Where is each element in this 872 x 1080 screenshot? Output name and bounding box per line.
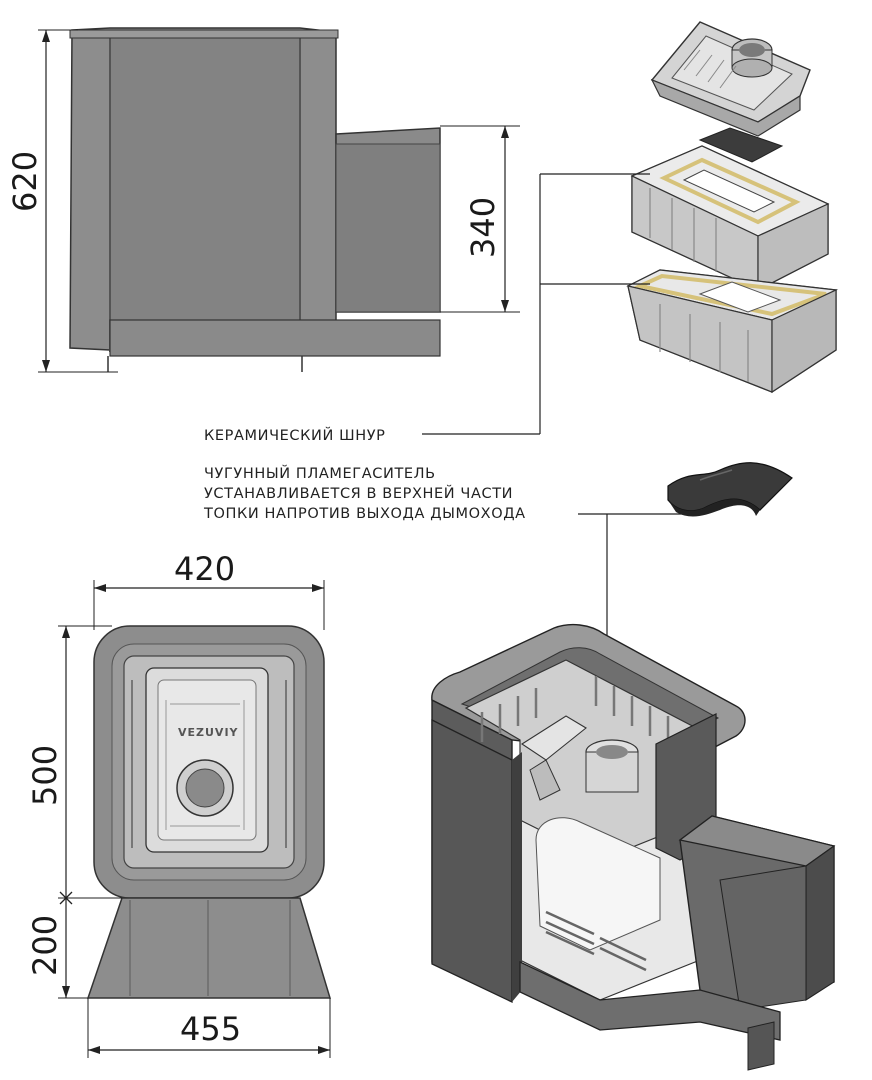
dim-620: 620 (6, 151, 44, 212)
cutaway-view (431, 623, 836, 1071)
flame-damper (667, 462, 793, 517)
label-flame-damper-line2: УСТАНАВЛИВАЕТСЯ В ВЕРХНЕЙ ЧАСТИ (204, 484, 513, 502)
front-logo: VEZUVIY (178, 726, 239, 739)
top-lid (650, 21, 811, 137)
side-body-front (109, 29, 301, 351)
gasket-plate (698, 127, 784, 163)
label-flame-damper-line3: ТОПКИ НАПРОТИВ ВЫХОДА ДЫМОХОДА (203, 506, 526, 522)
dim-455: 455 (180, 1010, 241, 1048)
cutaway-grate (545, 910, 647, 972)
label-ceramic-cord: КЕРАМИЧЕСКИЙ ШНУР (204, 426, 386, 444)
cord-leader (422, 173, 650, 435)
exploded-view (422, 21, 839, 435)
side-view: 620 340 (6, 27, 520, 373)
cutaway-front-slab (431, 718, 513, 1004)
front-base (86, 897, 332, 999)
lower-section (626, 269, 839, 394)
dim-500: 500 (26, 745, 64, 806)
dim-200: 200 (26, 915, 64, 976)
front-view: VEZUVIY 420 500 200 4 (26, 550, 332, 1058)
dim-420: 420 (174, 550, 235, 588)
label-flame-damper-line1: ЧУГУННЫЙ ПЛАМЕГАСИТЕЛЬ (204, 464, 436, 482)
cutaway-base (519, 960, 781, 1041)
dim-340: 340 (464, 197, 502, 258)
upper-section (630, 145, 830, 291)
side-base (109, 319, 441, 357)
